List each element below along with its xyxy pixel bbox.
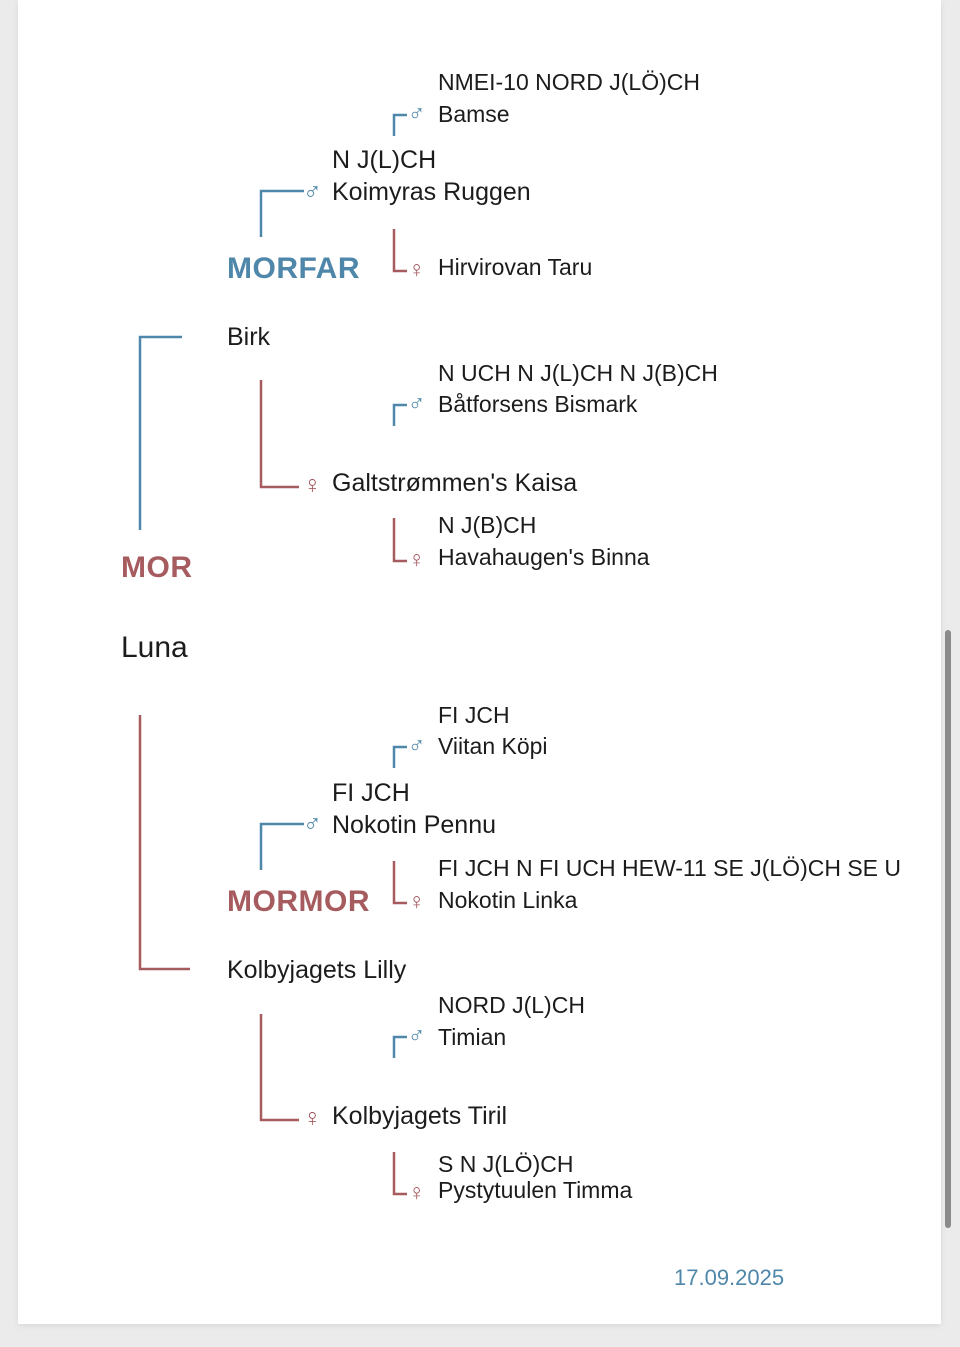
connector-tiril-to-mother: [392, 1152, 407, 1196]
connector-kaisa-to-mother: [392, 518, 407, 563]
connector-ruggen-to-mother: [392, 229, 407, 273]
ancestor-name[interactable]: Nokotin Linka: [438, 887, 578, 913]
connector-birk-to-father: [259, 189, 304, 237]
grandparent-name[interactable]: Nokotin Pennu: [332, 811, 497, 839]
ancestor-name[interactable]: Hirvirovan Taru: [438, 254, 593, 280]
grandparent-name[interactable]: Galtstrømmen's Kaisa: [332, 469, 578, 497]
male-symbol-icon: ♂: [303, 810, 322, 838]
male-symbol-icon: ♂: [408, 1022, 426, 1048]
ancestor-title: FI JCH: [438, 702, 510, 728]
ancestor-name[interactable]: Båtforsens Bismark: [438, 391, 638, 417]
ancestor-name[interactable]: Pystytuulen Timma: [438, 1177, 633, 1203]
connector-lilly-to-father: [259, 822, 304, 870]
ancestor-title: S N J(LÖ)CH: [438, 1151, 574, 1177]
grandparent-name[interactable]: Kolbyjagets Tiril: [332, 1102, 508, 1130]
mormor-name[interactable]: Kolbyjagets Lilly: [227, 956, 407, 984]
connector-mor-to-morfar: [138, 335, 182, 530]
female-symbol-icon: ♀: [303, 1104, 322, 1132]
ancestor-title: FI JCH N FI UCH HEW-11 SE J(LÖ)CH SE U: [438, 855, 902, 881]
connector-mor-to-mormor: [138, 715, 190, 971]
pedigree-date: 17.09.2025: [674, 1265, 785, 1290]
scrollbar[interactable]: [945, 630, 951, 1228]
connector-ruggen-to-father: [392, 113, 407, 136]
morfar-header: MORFAR: [227, 252, 360, 285]
connector-pennu-to-mother: [392, 861, 407, 905]
grandparent-title: N J(L)CH: [332, 146, 437, 174]
morfar-name[interactable]: Birk: [227, 323, 271, 351]
ancestor-name[interactable]: Timian: [438, 1024, 507, 1050]
connector-lilly-to-mother: [259, 1014, 299, 1122]
connector-pennu-to-father: [392, 745, 407, 768]
female-symbol-icon: ♀: [408, 1179, 426, 1205]
female-symbol-icon: ♀: [408, 256, 426, 282]
grandparent-title: FI JCH: [332, 779, 410, 807]
connector-kaisa-to-father: [392, 403, 407, 426]
pedigree-card: [18, 0, 941, 1324]
mor-header: MOR: [121, 551, 193, 584]
ancestor-title: NORD J(L)CH: [438, 992, 585, 1018]
female-symbol-icon: ♀: [408, 888, 426, 914]
male-symbol-icon: ♂: [408, 100, 426, 126]
ancestor-title: NMEI-10 NORD J(LÖ)CH: [438, 69, 700, 95]
ancestor-title: N J(B)CH: [438, 512, 537, 538]
grandparent-name[interactable]: Koimyras Ruggen: [332, 178, 531, 206]
male-symbol-icon: ♂: [408, 732, 426, 758]
female-symbol-icon: ♀: [303, 471, 322, 499]
ancestor-title: N UCH N J(L)CH N J(B)CH: [438, 360, 718, 386]
ancestor-name[interactable]: Bamse: [438, 101, 510, 127]
ancestor-name[interactable]: Viitan Köpi: [438, 733, 548, 759]
female-symbol-icon: ♀: [408, 546, 426, 572]
male-symbol-icon: ♂: [303, 178, 322, 206]
connector-birk-to-mother: [259, 380, 299, 489]
mor-name[interactable]: Luna: [121, 631, 188, 664]
ancestor-name[interactable]: Havahaugen's Binna: [438, 544, 650, 570]
mormor-header: MORMOR: [227, 885, 370, 918]
male-symbol-icon: ♂: [408, 390, 426, 416]
connector-tiril-to-father: [392, 1035, 407, 1058]
